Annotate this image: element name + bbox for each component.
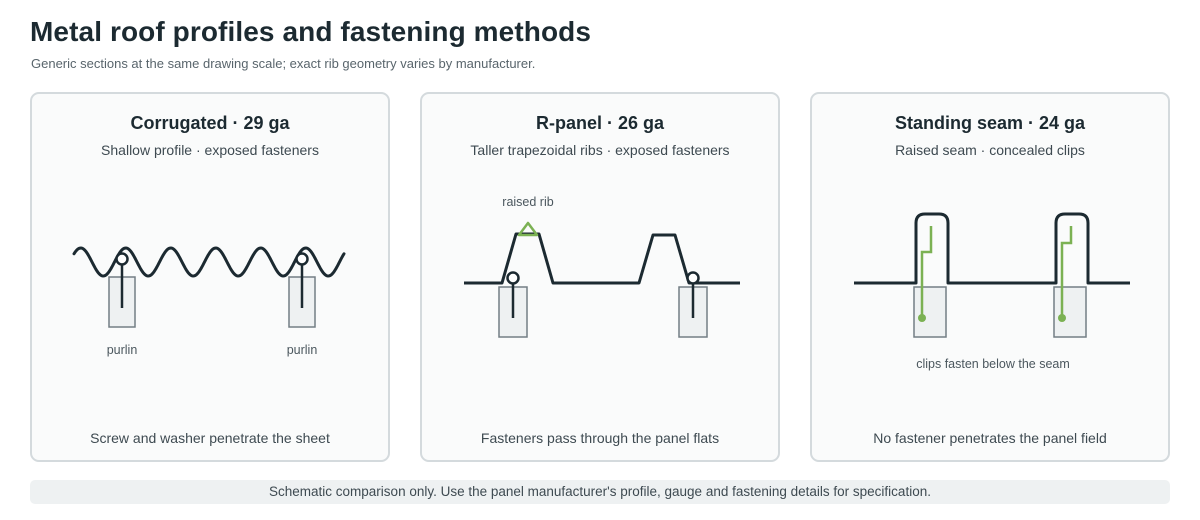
raised-rib-marker: [517, 221, 539, 237]
raised-rib-label: raised rib: [502, 195, 553, 209]
r-panel-diagram: raised rib: [464, 195, 740, 338]
card-corrugated: Corrugated · 29 ga Shallow profile · exp…: [30, 92, 390, 462]
standing-seam-sheet: [854, 212, 1130, 285]
washer-left: [506, 271, 520, 285]
page-subtitle: Generic sections at the same drawing sca…: [31, 56, 536, 71]
purlin-label-right: purlin: [287, 343, 318, 357]
card-standing-seam: Standing seam · 24 ga Raised seam · conc…: [810, 92, 1170, 462]
washer-left: [115, 252, 129, 266]
corrugated-diagram: purlin purlin: [72, 246, 346, 357]
card-subtitle: Raised seam · concealed clips: [895, 142, 1085, 158]
card-subtitle: Taller trapezoidal ribs · exposed fasten…: [470, 142, 730, 158]
card-footer: No fastener penetrates the panel field: [873, 430, 1107, 446]
card-footer: Fasteners pass through the panel flats: [480, 430, 720, 446]
purlin-left: [913, 286, 947, 338]
r-panel-sheet: [464, 232, 740, 285]
card-r-panel: R-panel · 26 ga Taller trapezoidal ribs …: [420, 92, 780, 462]
washer-right: [295, 252, 309, 266]
washer-right: [686, 271, 700, 285]
card-title: Corrugated · 29 ga: [130, 113, 290, 133]
clips-label: clips fasten below the seam: [916, 357, 1070, 371]
clip-fastener-right: [1058, 314, 1066, 322]
page-title: Metal roof profiles and fastening method…: [30, 16, 592, 47]
standing-seam-diagram: clips fasten below the seam: [854, 212, 1130, 371]
card-footer: Screw and washer penetrate the sheet: [90, 430, 330, 446]
clip-right: [1060, 226, 1073, 318]
card-title: R-panel · 26 ga: [535, 113, 665, 133]
purlin-right: [1053, 286, 1087, 338]
card-title: Standing seam · 24 ga: [894, 113, 1086, 133]
purlin-label-left: purlin: [107, 343, 138, 357]
clip-fastener-left: [918, 314, 926, 322]
clip-left: [920, 226, 933, 318]
disclaimer-note: Schematic comparison only. Use the panel…: [30, 480, 1170, 504]
card-subtitle: Shallow profile · exposed fasteners: [101, 142, 319, 158]
